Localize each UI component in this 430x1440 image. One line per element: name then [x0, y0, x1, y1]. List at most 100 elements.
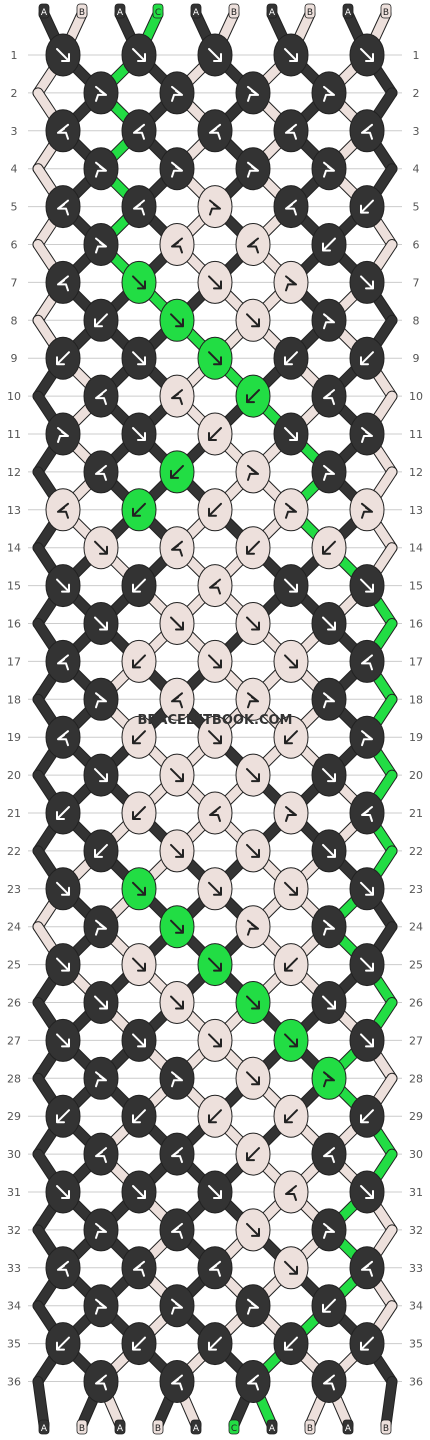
knot	[349, 1246, 385, 1290]
row-number-right: 20	[409, 769, 423, 782]
row-number-right: 19	[409, 731, 423, 744]
knot-arrow-icon	[56, 957, 70, 972]
knot-oval	[349, 791, 385, 835]
knot-arrow-icon	[360, 957, 374, 972]
top-string-label: A	[266, 3, 278, 19]
knot-arrow-icon	[94, 843, 108, 858]
knot	[121, 1018, 157, 1062]
knot-arrow-icon	[323, 464, 335, 481]
knot-oval	[45, 639, 81, 683]
knot	[159, 298, 195, 342]
knot-arrow-icon	[246, 616, 260, 631]
knot-oval	[121, 1246, 157, 1290]
knot	[273, 260, 309, 304]
row-number-right: 9	[413, 352, 420, 365]
row-number-right: 26	[409, 997, 423, 1010]
knot-oval	[235, 223, 271, 266]
knot	[349, 336, 385, 380]
knot-arrow-icon	[170, 464, 184, 479]
knot-arrow-icon	[95, 85, 107, 102]
knot-arrow-icon	[247, 464, 259, 481]
top-string-label: C	[152, 3, 164, 19]
knot-arrow-icon	[360, 1185, 374, 1199]
knot-oval	[273, 791, 309, 835]
row-number-left: 23	[7, 883, 21, 896]
knot	[311, 905, 347, 949]
knot-oval	[159, 1360, 195, 1403]
knot	[83, 526, 119, 570]
knot	[197, 1246, 233, 1290]
knot-arrow-icon	[246, 1071, 260, 1086]
knot-arrow-icon	[361, 654, 373, 671]
knot-oval	[197, 185, 233, 229]
row-number-right: 5	[413, 201, 420, 214]
row-number-left: 1	[11, 49, 18, 62]
knot	[311, 1284, 347, 1328]
string-segment	[33, 1377, 49, 1430]
knot-arrow-icon	[361, 1260, 373, 1277]
knot-oval	[235, 1360, 271, 1403]
knot-oval	[83, 1360, 119, 1403]
knot-arrow-icon	[56, 578, 70, 593]
knot-arrow-icon	[171, 237, 183, 254]
knot	[159, 1360, 195, 1403]
string-tag-letter: B	[383, 1424, 389, 1434]
knot	[159, 1208, 195, 1252]
knot	[83, 981, 119, 1024]
knot-arrow-icon	[360, 199, 374, 214]
bottom-string-label: C	[228, 1419, 240, 1435]
knot-arrow-icon	[285, 275, 297, 292]
knot-oval	[311, 374, 347, 418]
knot-oval	[159, 71, 195, 115]
knot-oval	[235, 147, 271, 191]
knot	[45, 260, 81, 304]
knot-arrow-icon	[246, 995, 260, 1010]
knot-arrow-icon	[171, 85, 183, 102]
knot	[159, 71, 195, 115]
string-tag-letter: A	[117, 8, 124, 18]
string-tag-letter: B	[231, 8, 237, 18]
knot-arrow-icon	[285, 806, 297, 822]
knot-oval	[273, 185, 309, 229]
knot-arrow-icon	[323, 692, 335, 709]
knot	[235, 298, 271, 342]
string-tag-box	[152, 3, 164, 19]
top-string-label: B	[228, 3, 240, 19]
knot-oval	[121, 185, 157, 229]
knot-arrow-icon	[170, 313, 184, 328]
row-number-right: 2	[413, 87, 420, 100]
row-number-right: 33	[409, 1262, 423, 1275]
knot	[159, 677, 195, 721]
knot	[197, 1018, 233, 1062]
row-number-left: 15	[7, 580, 21, 593]
knot-arrow-icon	[208, 427, 222, 441]
knot	[121, 1094, 157, 1138]
row-number-right: 27	[409, 1034, 423, 1047]
string-tag-letter: A	[269, 8, 276, 18]
string-tag-letter: A	[345, 8, 352, 18]
knot	[83, 1132, 119, 1176]
knot	[349, 488, 385, 532]
row-number-left: 36	[7, 1376, 21, 1389]
row-number-left: 30	[7, 1148, 21, 1161]
knot-arrow-icon	[94, 995, 108, 1010]
knot-oval	[311, 677, 347, 721]
knot-arrow-icon	[132, 957, 146, 972]
string-tag-letter: A	[41, 8, 48, 18]
knot-oval	[83, 223, 119, 266]
knot	[235, 374, 271, 418]
knot-arrow-icon	[322, 843, 336, 858]
row-number-right: 4	[413, 163, 420, 176]
knot-oval	[311, 1208, 347, 1252]
knot-arrow-icon	[171, 692, 183, 709]
knot	[311, 753, 347, 797]
bottom-string-label: B	[380, 1419, 392, 1435]
row-number-left: 9	[11, 352, 18, 365]
knot	[235, 677, 271, 721]
knot	[121, 260, 157, 304]
knot-oval	[159, 1208, 195, 1252]
knot-arrow-icon	[323, 1374, 335, 1391]
knot-arrow-icon	[322, 616, 336, 631]
knot-arrow-icon	[209, 199, 221, 216]
row-number-right: 21	[409, 807, 423, 820]
